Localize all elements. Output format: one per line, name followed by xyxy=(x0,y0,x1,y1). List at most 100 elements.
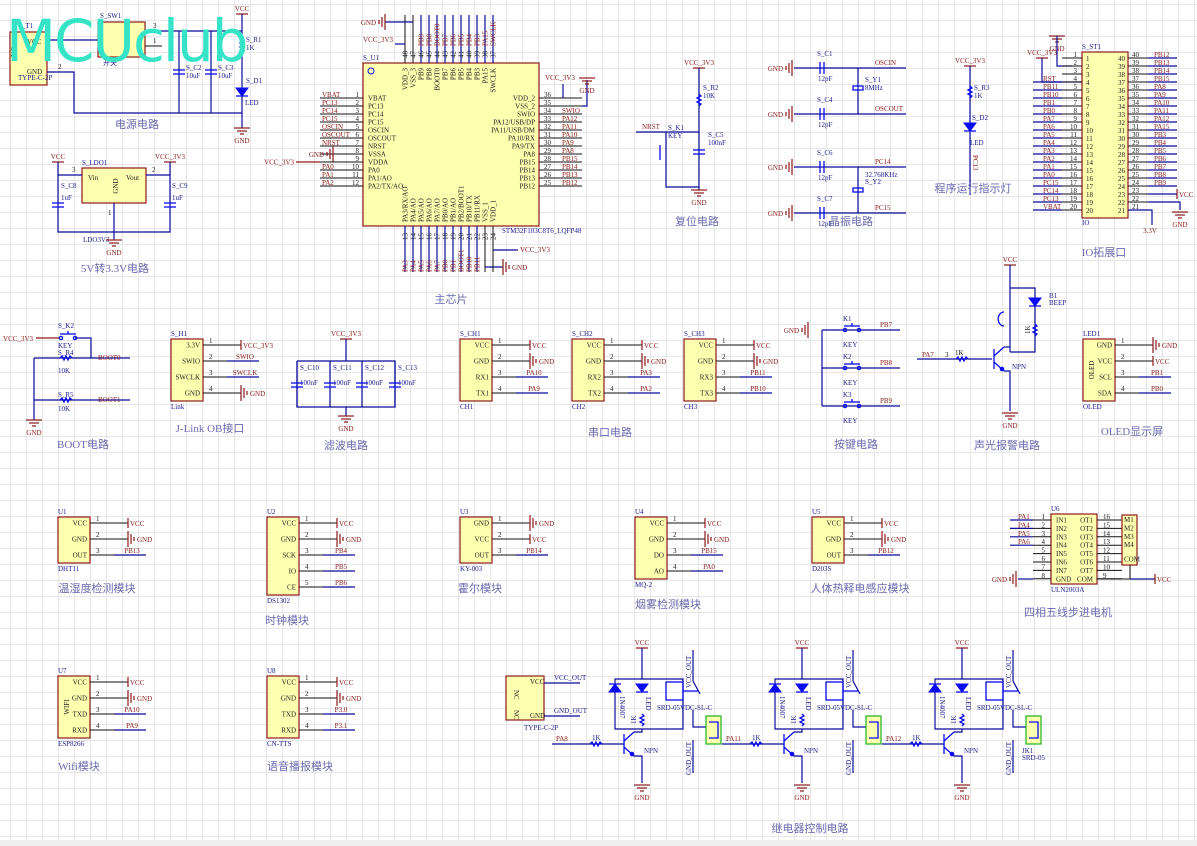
pin-number-inner: 4 xyxy=(1086,79,1090,87)
component-value: 1N4007 xyxy=(618,696,626,719)
component-ref: K2 xyxy=(843,353,852,361)
net-label: PB7 xyxy=(880,321,893,329)
pin-number: 1 xyxy=(498,515,502,523)
wire xyxy=(47,71,242,114)
component-value: KEY xyxy=(58,342,72,350)
net-label: GND_OUT xyxy=(554,707,588,715)
component-value: 100nF xyxy=(333,379,351,387)
net-label: PC15 xyxy=(875,204,891,212)
pin-name: IN3 xyxy=(1056,533,1067,541)
gnd-net-label: GND xyxy=(346,536,361,544)
net-label: PB15 xyxy=(562,155,578,163)
pin-name: OT5 xyxy=(1080,550,1093,558)
resistor-icon xyxy=(955,355,969,363)
net-label: PB14 xyxy=(526,547,542,555)
pin-name: VCC xyxy=(530,678,545,686)
component-part: MQ-2 xyxy=(635,581,653,589)
relay-terminal-connector xyxy=(865,715,882,745)
pin-number: 3 xyxy=(1121,369,1125,377)
component-part: IO xyxy=(1082,219,1089,227)
diode-icon xyxy=(635,683,649,693)
pin-name: VSS_3 xyxy=(410,68,418,88)
pin-name: Vout xyxy=(126,174,139,182)
pin-number: 3 xyxy=(305,706,309,714)
module-inner-label: WIFI xyxy=(63,699,71,715)
pin-number: 26 xyxy=(544,171,552,179)
component-ref: U6 xyxy=(1051,505,1060,513)
pin-number: 3 xyxy=(498,369,502,377)
net-label: PB13 xyxy=(1154,59,1170,67)
pin-number: 19 xyxy=(1070,195,1078,203)
pin-number: 9 xyxy=(1074,115,1078,123)
pin-number-inner: 22 xyxy=(1118,199,1126,207)
connector-pins xyxy=(1029,721,1039,739)
pin-number: 12 xyxy=(352,179,360,187)
motor-pin: M4 xyxy=(1124,541,1134,549)
gnd-net-label: GND xyxy=(106,249,121,257)
component-part: CN-TTS xyxy=(267,740,292,748)
section-title-io: IO拓展口 xyxy=(1082,245,1127,259)
vcc-net-label: VCC xyxy=(756,342,771,350)
pin-number: 47 xyxy=(410,51,418,59)
diode-icon xyxy=(768,683,782,693)
component-ref: S_C8 xyxy=(61,182,77,190)
component-part: ULN2003A xyxy=(1051,586,1084,594)
pin-number: 9 xyxy=(1103,572,1107,580)
pin-number: 1 xyxy=(610,337,614,345)
component-value: 1uF xyxy=(172,194,183,202)
vcc-net-label: VCC_3V3 xyxy=(155,153,185,161)
component-ref: S_LDO1 xyxy=(82,159,108,167)
net-label: SWCLK xyxy=(233,369,258,377)
net-label: PB13 xyxy=(124,547,140,555)
horizontal-scrollbar[interactable] xyxy=(0,840,1197,846)
component-part: DS1302 xyxy=(267,597,290,605)
component-part: KY-003 xyxy=(460,565,483,573)
component-value: NPN xyxy=(644,747,658,755)
net-label: PA10 xyxy=(562,131,578,139)
wire xyxy=(1097,565,1131,580)
pin-number: 3 xyxy=(498,547,502,555)
pin-number: 1 xyxy=(305,674,309,682)
component-ref: S_D2 xyxy=(972,114,988,122)
pin-number: 34 xyxy=(544,107,552,115)
net-label: P3.1 xyxy=(335,722,348,730)
component-ref: S_C9 xyxy=(172,182,188,190)
component-part: CH3 xyxy=(684,403,698,411)
resistor-icon xyxy=(909,740,923,748)
pin-name: PB13 xyxy=(519,175,535,183)
pin-number: 33 xyxy=(1132,107,1140,115)
pin-name: GND xyxy=(281,695,296,703)
pin-name: PC15 xyxy=(368,119,384,127)
net-label: PA9 xyxy=(528,385,540,393)
pin-number: 2 xyxy=(152,166,156,174)
pin-name: PB2/BOOT1 xyxy=(458,185,466,222)
pin-number: 3 xyxy=(209,369,213,377)
net-label: PC13 xyxy=(322,99,338,107)
pin-number-inner: 39 xyxy=(1118,63,1126,71)
pin-number: 9 xyxy=(356,155,360,163)
pin1-marker xyxy=(367,67,375,75)
component-ref: B1 xyxy=(1049,292,1058,300)
component-ref: S_D1 xyxy=(246,77,262,85)
net-label: PC15 xyxy=(322,115,338,123)
component-value: 1K xyxy=(1024,325,1032,334)
section-title-alarm: 声光报警电路 xyxy=(974,438,1040,452)
pin-number-inner: 23 xyxy=(1118,191,1126,199)
pin-number: 40 xyxy=(466,51,474,59)
mq2-module-body xyxy=(634,516,668,580)
vcc-net-label: VCC xyxy=(795,639,810,647)
net-label: PC15 xyxy=(1043,179,1059,187)
vcc-net-label: VCC xyxy=(1003,256,1018,264)
net-label: 3.3V xyxy=(1143,227,1157,235)
pin-number: 1 xyxy=(153,37,157,45)
net-label: PB9 xyxy=(880,397,893,405)
component-value: KEY xyxy=(843,417,857,425)
gnd-net-label: GND xyxy=(1172,221,1187,229)
connector-pins xyxy=(869,721,879,739)
pin-number: 35 xyxy=(544,99,552,107)
net-label: PB9 xyxy=(1154,179,1167,187)
npn-arrow-icon xyxy=(949,751,955,757)
pin-name: GND xyxy=(474,520,489,528)
